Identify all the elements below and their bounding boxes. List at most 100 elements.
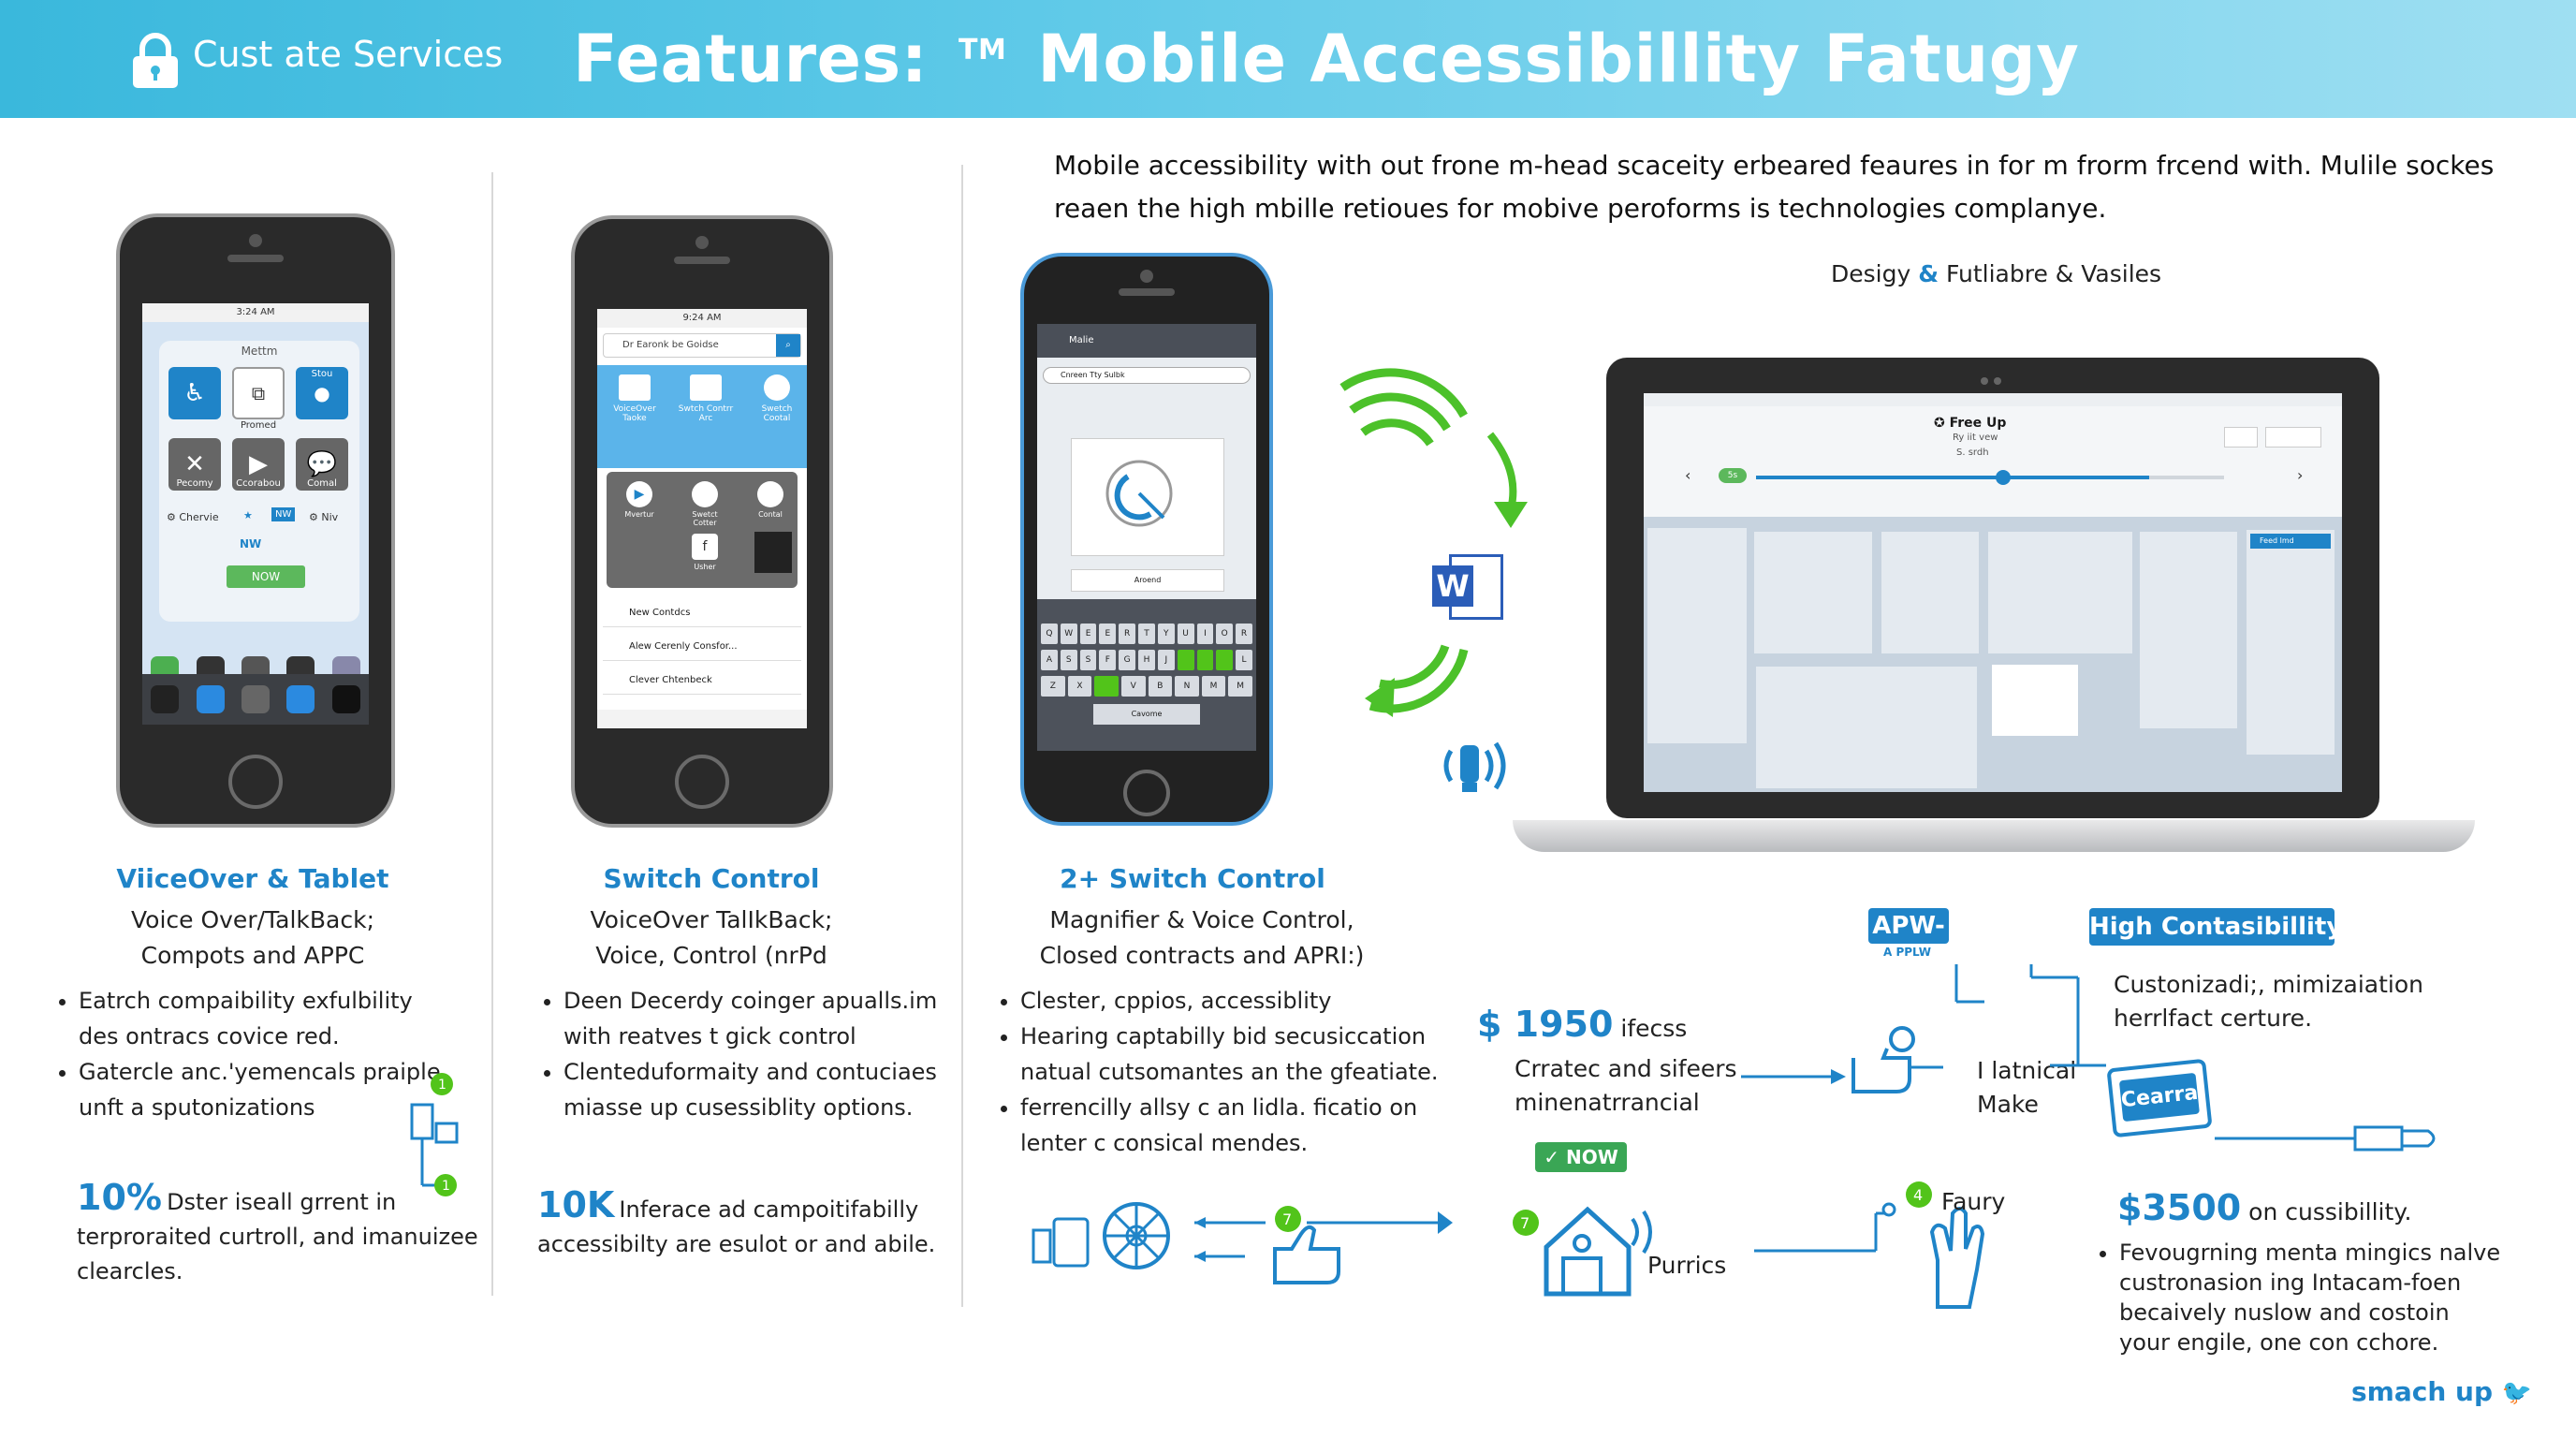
magnifier-dial-icon bbox=[1105, 460, 1173, 527]
keyboard-key[interactable]: I bbox=[1196, 624, 1214, 644]
stat-text: terproraited curtroll, and imanuizee bbox=[77, 1224, 478, 1250]
control-switch[interactable]: Swetct Cotter bbox=[681, 481, 728, 527]
col3-title: 2+ Switch Control bbox=[1060, 863, 1325, 894]
keyboard-key[interactable]: X bbox=[1067, 676, 1092, 697]
keyboard-key[interactable]: Y bbox=[1157, 624, 1175, 644]
option-nw-chip[interactable]: NW bbox=[271, 507, 296, 521]
home-button[interactable] bbox=[675, 755, 729, 809]
keyboard-key[interactable]: F bbox=[1099, 650, 1117, 670]
keyboard-key[interactable]: G bbox=[1119, 650, 1136, 670]
app-icon[interactable] bbox=[241, 685, 270, 713]
keyboard-key[interactable]: S bbox=[1079, 650, 1097, 670]
search-icon[interactable]: ⌕ bbox=[776, 334, 800, 357]
keyboard-key[interactable]: Z bbox=[1041, 676, 1065, 697]
panel-label: Aroend bbox=[1134, 576, 1162, 584]
keyboard-key[interactable]: Q bbox=[1041, 624, 1058, 644]
intro-text: Mobile accessibility with out frone m-he… bbox=[1054, 144, 2494, 230]
accessibility-icon: ♿ bbox=[183, 379, 206, 407]
comal-tile[interactable]: 💬Comal bbox=[296, 438, 348, 491]
feature-voiceover[interactable]: VoiceOver Taoke bbox=[607, 374, 663, 423]
control-mvertur[interactable]: ▶Mvertur bbox=[616, 481, 663, 519]
keyboard-key[interactable] bbox=[1177, 650, 1194, 670]
option-chervie[interactable]: ⚙ Chervie bbox=[167, 511, 219, 523]
photo-thumbnail bbox=[754, 532, 792, 573]
promed-tile[interactable]: ⧉Promed bbox=[232, 367, 285, 431]
footer-brand[interactable]: smach up 🐦 bbox=[2351, 1376, 2532, 1407]
keyboard-key[interactable]: J bbox=[1157, 650, 1175, 670]
price-suffix: on cussibillity. bbox=[2248, 1198, 2412, 1225]
pecomy-tile[interactable]: ✕Pecomy bbox=[168, 438, 221, 491]
keyboard-key[interactable]: H bbox=[1138, 650, 1155, 670]
phone-app-icon[interactable] bbox=[151, 685, 180, 713]
keyboard-key[interactable] bbox=[1196, 650, 1214, 670]
feature-switch-control[interactable]: Swetch Cootal bbox=[749, 374, 805, 423]
keyboard-key[interactable]: O bbox=[1216, 624, 1234, 644]
stat-value: 10K bbox=[537, 1184, 615, 1225]
list-item[interactable]: Alew Cerenly Consfor... bbox=[603, 633, 801, 661]
smart-home-icon: 7 bbox=[1513, 1206, 1652, 1297]
chevron-left-icon[interactable]: ‹ bbox=[1685, 466, 1691, 484]
panel-input[interactable]: Aroend bbox=[1071, 569, 1224, 592]
list-item[interactable]: Clever Chtenbeck bbox=[603, 667, 801, 695]
timeline-handle[interactable] bbox=[1996, 470, 2011, 485]
home-button[interactable] bbox=[228, 755, 283, 809]
ccorabou-tile[interactable]: ▶Ccorabou bbox=[232, 438, 285, 491]
bullet-line: Hearing captabilly bid secusiccation bbox=[1020, 1023, 1427, 1049]
keyboard-key[interactable]: E bbox=[1099, 624, 1117, 644]
keyboard-key[interactable]: L bbox=[1236, 650, 1252, 670]
bars-icon bbox=[692, 481, 718, 507]
app-icon[interactable] bbox=[331, 685, 360, 713]
keyboard-key[interactable]: R bbox=[1236, 624, 1252, 644]
settings-button[interactable] bbox=[2265, 427, 2321, 448]
app-title: Malie bbox=[1069, 335, 1094, 345]
search-bar[interactable]: Dr Earonk be Goidse ⌕ bbox=[603, 333, 801, 358]
option-niv[interactable]: ⚙ Niv bbox=[309, 511, 339, 523]
keyboard-key[interactable]: U bbox=[1177, 624, 1194, 644]
bullet-line: Clenteduformaity and contuciaes bbox=[564, 1059, 937, 1085]
search-text: Dr Earonk be Goidse bbox=[622, 340, 719, 350]
user-button[interactable] bbox=[2224, 427, 2258, 448]
keyboard-key[interactable]: R bbox=[1119, 624, 1136, 644]
feature-label: Swetch Cootal bbox=[761, 404, 793, 423]
price-value: $ 1950 bbox=[1477, 1004, 1614, 1045]
design-label-amp: & bbox=[1918, 260, 1939, 287]
card bbox=[2140, 532, 2237, 728]
bullet-line: unft a sputonizations bbox=[79, 1094, 315, 1121]
keyboard-key[interactable] bbox=[1094, 676, 1119, 697]
chevron-right-icon[interactable]: › bbox=[2297, 466, 2304, 484]
bullet-line: your engile, one con cchore. bbox=[2119, 1329, 2439, 1356]
feature-switch[interactable]: Swtch Contrr Arc bbox=[678, 374, 734, 423]
keyboard-key[interactable]: E bbox=[1079, 624, 1097, 644]
keyboard-key[interactable] bbox=[1216, 650, 1234, 670]
stou-tile[interactable]: ●Stou bbox=[296, 367, 348, 419]
keyboard-key[interactable]: M bbox=[1228, 676, 1252, 697]
keyboard-key[interactable]: T bbox=[1138, 624, 1155, 644]
keyboard-key[interactable]: W bbox=[1060, 624, 1077, 644]
keyboard-key[interactable]: B bbox=[1148, 676, 1173, 697]
list-item[interactable]: New Contdcs bbox=[603, 599, 801, 627]
subtitle-line: Voice, Control (nrPd bbox=[595, 942, 827, 969]
keyboard-key[interactable]: A bbox=[1041, 650, 1058, 670]
safari-app-icon[interactable] bbox=[286, 685, 315, 713]
keyboard-key[interactable]: N bbox=[1175, 676, 1199, 697]
phone-speaker bbox=[227, 255, 284, 262]
action-link[interactable]: NW bbox=[240, 537, 262, 550]
app-icon[interactable] bbox=[196, 685, 225, 713]
now-button[interactable]: NOW bbox=[227, 565, 305, 588]
panel-button[interactable]: Feed lmd bbox=[2250, 534, 2331, 549]
space-key[interactable]: Cavome bbox=[1093, 704, 1200, 725]
brand-name[interactable]: Cust ate Services bbox=[193, 34, 504, 75]
keyboard-key[interactable]: S bbox=[1060, 650, 1077, 670]
voiceover-tile[interactable]: ♿ bbox=[168, 367, 221, 419]
list-item-label: Alew Cerenly Consfor... bbox=[629, 641, 738, 652]
keyboard-key[interactable]: M bbox=[1201, 676, 1226, 697]
subtitle-line: Voice Over/TalkBack; bbox=[130, 906, 375, 933]
phone-camera bbox=[1140, 270, 1153, 283]
col1-subtitle: Voice Over/TalkBack; Compots and APPC bbox=[66, 902, 440, 974]
home-button[interactable] bbox=[1123, 770, 1170, 816]
control-contal[interactable]: Contal bbox=[747, 481, 794, 519]
search-bar[interactable]: Cnreen Tty Sulbk bbox=[1043, 367, 1251, 384]
keyboard-key[interactable]: V bbox=[1120, 676, 1146, 697]
